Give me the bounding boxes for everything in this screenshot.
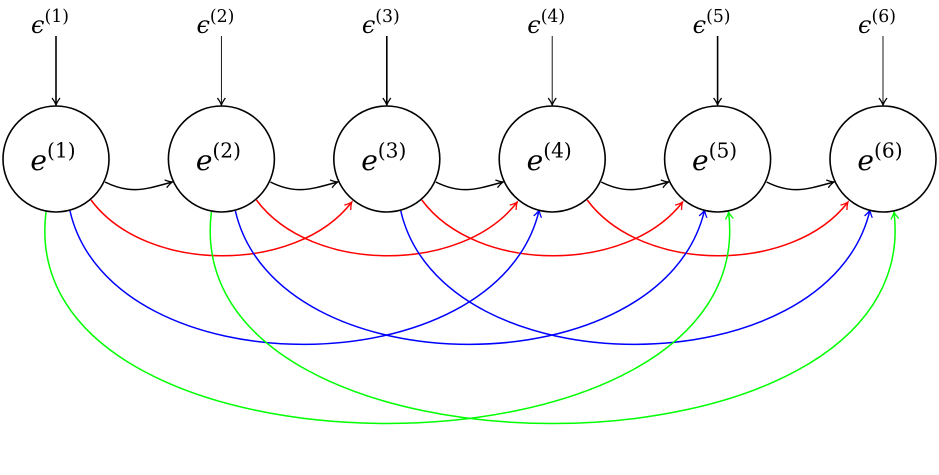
edge-lag1-3-to-4 bbox=[435, 182, 503, 191]
edge-lag2-4-to-6 bbox=[586, 199, 848, 257]
noise-label-3-index: (3) bbox=[375, 7, 399, 27]
node-label-5: e(5) bbox=[692, 138, 737, 177]
edge-lag2-1-to-3 bbox=[90, 199, 352, 257]
noise-label-5: ϵ(5) bbox=[693, 7, 731, 39]
edge-lag1-5-to-6 bbox=[766, 182, 834, 191]
edge-lag2-3-to-5 bbox=[421, 199, 683, 257]
node-label-1: e(1) bbox=[30, 138, 75, 177]
noise-label-6: ϵ(6) bbox=[858, 7, 896, 39]
edge-lag2-2-to-4 bbox=[255, 199, 517, 257]
node-label-4-index: (4) bbox=[543, 138, 572, 162]
noise-label-2-symbol: ϵ bbox=[196, 11, 209, 39]
node-label-3-index: (3) bbox=[378, 138, 407, 162]
noise-label-4-symbol: ϵ bbox=[527, 11, 540, 39]
edge-lag4-1-to-5 bbox=[44, 212, 730, 425]
node-label-1-index: (1) bbox=[47, 138, 76, 162]
noise-label-1-index: (1) bbox=[44, 7, 68, 27]
node-label-4-symbol: e bbox=[527, 144, 544, 177]
node-label-5-index: (5) bbox=[709, 138, 738, 162]
node-label-2-index: (2) bbox=[212, 138, 241, 162]
edge-lag3-3-to-6 bbox=[400, 210, 870, 346]
noise-label-1-symbol: ϵ bbox=[31, 11, 44, 39]
noise-label-4: ϵ(4) bbox=[527, 7, 565, 39]
edge-lag3-1-to-4 bbox=[69, 210, 539, 346]
noise-label-3: ϵ(3) bbox=[362, 7, 400, 39]
node-label-4: e(4) bbox=[527, 138, 572, 177]
noise-label-6-symbol: ϵ bbox=[858, 11, 871, 39]
node-label-6-symbol: e bbox=[857, 144, 874, 177]
noise-label-2-index: (2) bbox=[210, 7, 234, 27]
node-label-6-index: (6) bbox=[874, 138, 903, 162]
node-label-3-symbol: e bbox=[361, 144, 378, 177]
noise-label-5-symbol: ϵ bbox=[693, 11, 706, 39]
noise-label-5-index: (5) bbox=[706, 7, 730, 27]
node-label-3: e(3) bbox=[361, 138, 406, 177]
edge-lag1-1-to-2 bbox=[104, 182, 172, 191]
node-label-5-symbol: e bbox=[692, 144, 709, 177]
noise-label-1: ϵ(1) bbox=[31, 7, 69, 39]
node-label-6: e(6) bbox=[857, 138, 902, 177]
noise-label-6-index: (6) bbox=[871, 7, 895, 27]
edge-lag1-4-to-5 bbox=[600, 182, 668, 191]
edge-lag1-2-to-3 bbox=[270, 182, 337, 191]
edge-lag3-2-to-5 bbox=[234, 210, 704, 346]
node-label-2-symbol: e bbox=[196, 144, 213, 177]
node-label-2: e(2) bbox=[196, 138, 241, 177]
edge-lag4-2-to-6 bbox=[209, 212, 895, 425]
node-label-1-symbol: e bbox=[30, 144, 47, 177]
noise-label-3-symbol: ϵ bbox=[362, 11, 375, 39]
noise-label-4-index: (4) bbox=[541, 7, 565, 27]
noise-label-2: ϵ(2) bbox=[196, 7, 234, 39]
